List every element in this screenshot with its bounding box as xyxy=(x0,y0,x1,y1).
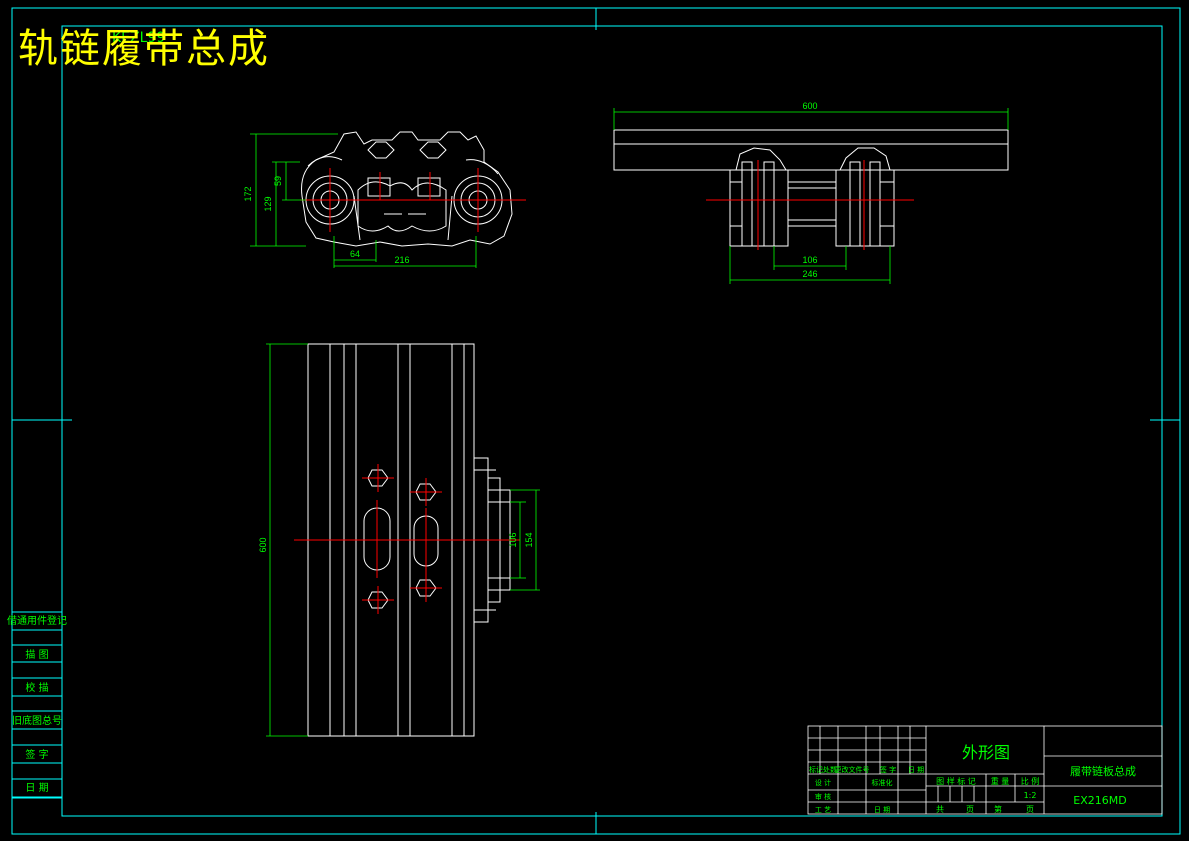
tb-weight-label: 重 量 xyxy=(991,776,1010,786)
left-table-cell-4: 旧底图总号 xyxy=(12,714,62,727)
tb-standard: 标准化 xyxy=(872,778,893,787)
overlapped-label: KEZL99 xyxy=(112,30,166,46)
dim-plan-106: 106 xyxy=(508,532,518,547)
page-title: 轨链履带总成 xyxy=(18,26,270,72)
tb-scale-label: 比 例 xyxy=(1021,776,1040,786)
dim-front-106: 106 xyxy=(802,255,817,265)
side-view-dimlines xyxy=(250,133,477,268)
left-record-table xyxy=(11,611,63,799)
tb-rev-col-1: 标记处数 xyxy=(809,765,837,774)
sheet-frame xyxy=(11,7,1181,835)
dim-side-64: 64 xyxy=(350,249,360,259)
tb-scale: 1:2 xyxy=(1024,791,1037,800)
tb-stage-label: 图 样 标 记 xyxy=(936,776,976,786)
dim-front-600: 600 xyxy=(802,101,817,111)
side-view-centerlines xyxy=(300,168,526,232)
plan-view: 600 106 154 xyxy=(258,343,540,737)
side-view: 172 129 59 64 216 xyxy=(243,131,526,268)
left-table-cell-5: 签 字 xyxy=(25,748,48,761)
left-table-cell-3: 校 描 xyxy=(25,681,48,694)
left-table-cell-2: 描 图 xyxy=(25,648,48,661)
tb-design: 设 计 xyxy=(815,778,831,787)
tb-rev-col-3: 签 字 xyxy=(880,765,896,774)
dim-front-246: 246 xyxy=(802,269,817,279)
tb-drawing-no: EX216MD xyxy=(1073,794,1126,807)
front-view-centerlines xyxy=(706,160,914,250)
dim-side-129: 129 xyxy=(263,196,273,211)
tb-sheet-total: 共 xyxy=(936,805,944,814)
tb-sheet-no: 第 xyxy=(994,804,1002,814)
tb-rev-col-4: 日 期 xyxy=(908,766,924,774)
left-table-cell-1: 借通用件登记 xyxy=(7,614,67,627)
tb-process: 工 艺 xyxy=(815,806,831,814)
tb-date: 日 期 xyxy=(874,806,890,814)
tb-part-name: 履带链板总成 xyxy=(1070,764,1136,778)
dim-plan-154: 154 xyxy=(524,532,534,547)
front-view-dimlines xyxy=(613,108,1009,284)
dim-side-172: 172 xyxy=(243,186,253,201)
left-table-cell-6: 日 期 xyxy=(25,782,48,794)
tb-view-name: 外形图 xyxy=(962,743,1010,762)
side-view-outline xyxy=(301,131,513,247)
tb-sheet-unit2: 页 xyxy=(1026,805,1034,814)
front-view-outline xyxy=(613,129,1009,247)
dim-plan-600: 600 xyxy=(258,537,268,552)
front-view: 600 106 246 xyxy=(613,101,1009,284)
dim-side-216: 216 xyxy=(394,255,409,265)
tb-rev-col-2: 更改文件号 xyxy=(835,765,870,774)
title-block-grid xyxy=(807,725,1163,815)
tb-sheet-unit1: 页 xyxy=(966,805,974,814)
dim-side-59: 59 xyxy=(273,176,283,186)
tb-check: 审 核 xyxy=(815,792,831,801)
plan-view-dimlines xyxy=(266,343,540,737)
plan-view-centerlines xyxy=(294,464,520,614)
